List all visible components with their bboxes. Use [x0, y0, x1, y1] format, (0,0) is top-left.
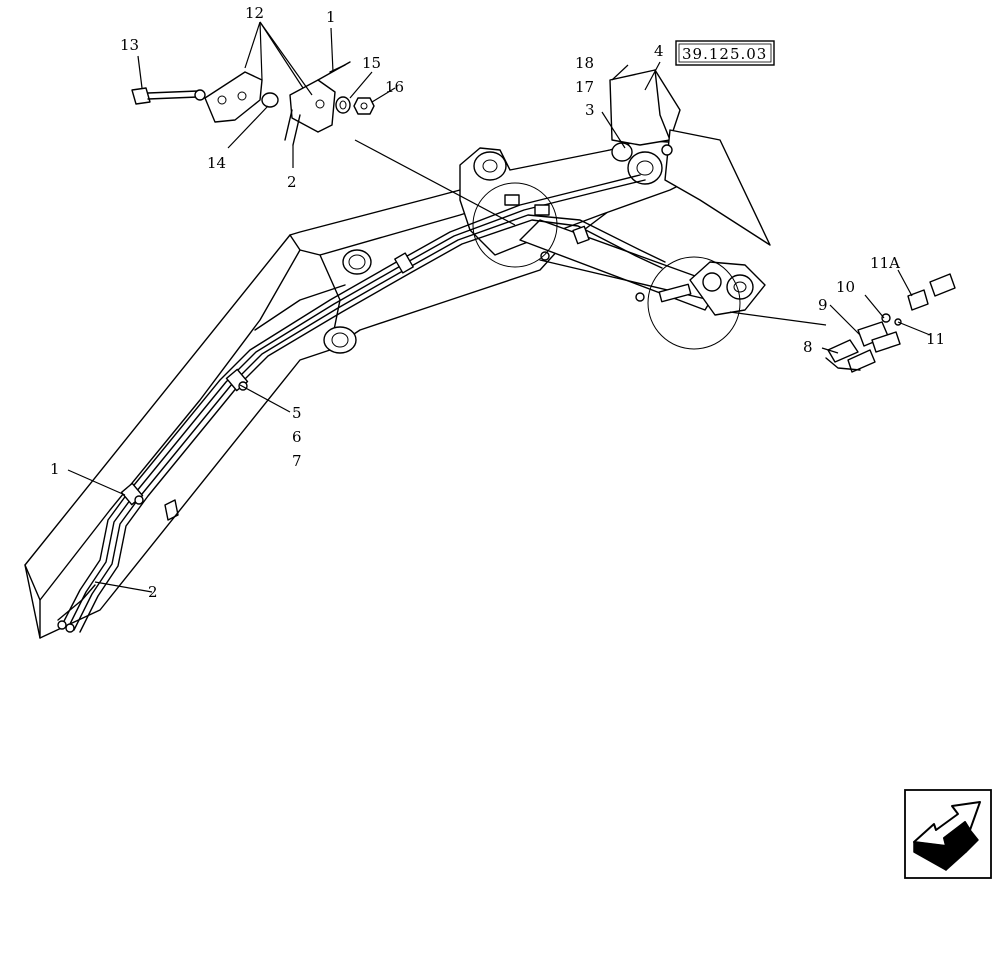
exploded-fittings [825, 273, 956, 373]
callout-2-top: 2 [287, 173, 297, 191]
callout-3: 3 [585, 101, 595, 119]
detail-circle-upper [472, 182, 558, 268]
callout-4: 4 [654, 42, 664, 60]
detail-circle-lower [647, 256, 741, 350]
hydraulic-lines [57, 144, 692, 633]
callout-11a: 11A [870, 254, 900, 272]
dipper-arm [459, 69, 771, 256]
reference-box[interactable]: 39.125.03 [675, 40, 775, 66]
callout-2-bottom: 2 [148, 583, 158, 601]
callout-11: 11 [926, 330, 945, 348]
callout-1-bottom: 1 [50, 460, 60, 478]
callout-13: 13 [120, 36, 139, 54]
callout-16: 16 [385, 78, 404, 96]
reference-number: 39.125.03 [682, 45, 767, 63]
callout-10: 10 [836, 278, 855, 296]
callout-15: 15 [362, 54, 381, 72]
leader-lines [67, 21, 931, 593]
callout-12: 12 [245, 4, 264, 22]
callout-18: 18 [575, 54, 594, 72]
callout-9: 9 [818, 296, 828, 314]
hydraulic-cylinder [519, 219, 766, 316]
next-page-arrow-icon[interactable] [904, 789, 992, 879]
callout-7: 7 [292, 452, 302, 470]
callout-labels: 12 13 1 15 16 14 2 18 17 4 3 5 6 7 1 2 1… [50, 4, 945, 601]
callout-8: 8 [803, 338, 813, 356]
callout-17: 17 [575, 78, 594, 96]
callout-6: 6 [292, 428, 302, 446]
callout-1-top: 1 [326, 8, 336, 26]
exploded-clamp-assembly [131, 61, 375, 146]
callout-14: 14 [207, 154, 226, 172]
callout-5: 5 [292, 404, 302, 422]
